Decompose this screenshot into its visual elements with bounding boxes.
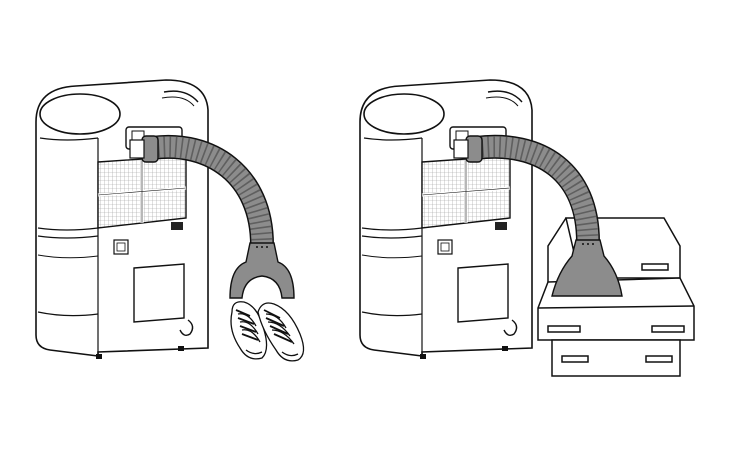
shoe-dryer-nozzle bbox=[229, 242, 295, 299]
left-panel bbox=[34, 78, 305, 362]
right-panel bbox=[358, 78, 695, 377]
hose-right bbox=[453, 134, 600, 243]
funnel-nozzle bbox=[551, 239, 623, 297]
sneakers bbox=[230, 301, 305, 362]
hose-left bbox=[129, 134, 274, 246]
dehumidifier-unit-left bbox=[34, 78, 210, 361]
chest-of-drawers bbox=[537, 217, 695, 377]
dehumidifier-unit-right bbox=[358, 78, 534, 361]
